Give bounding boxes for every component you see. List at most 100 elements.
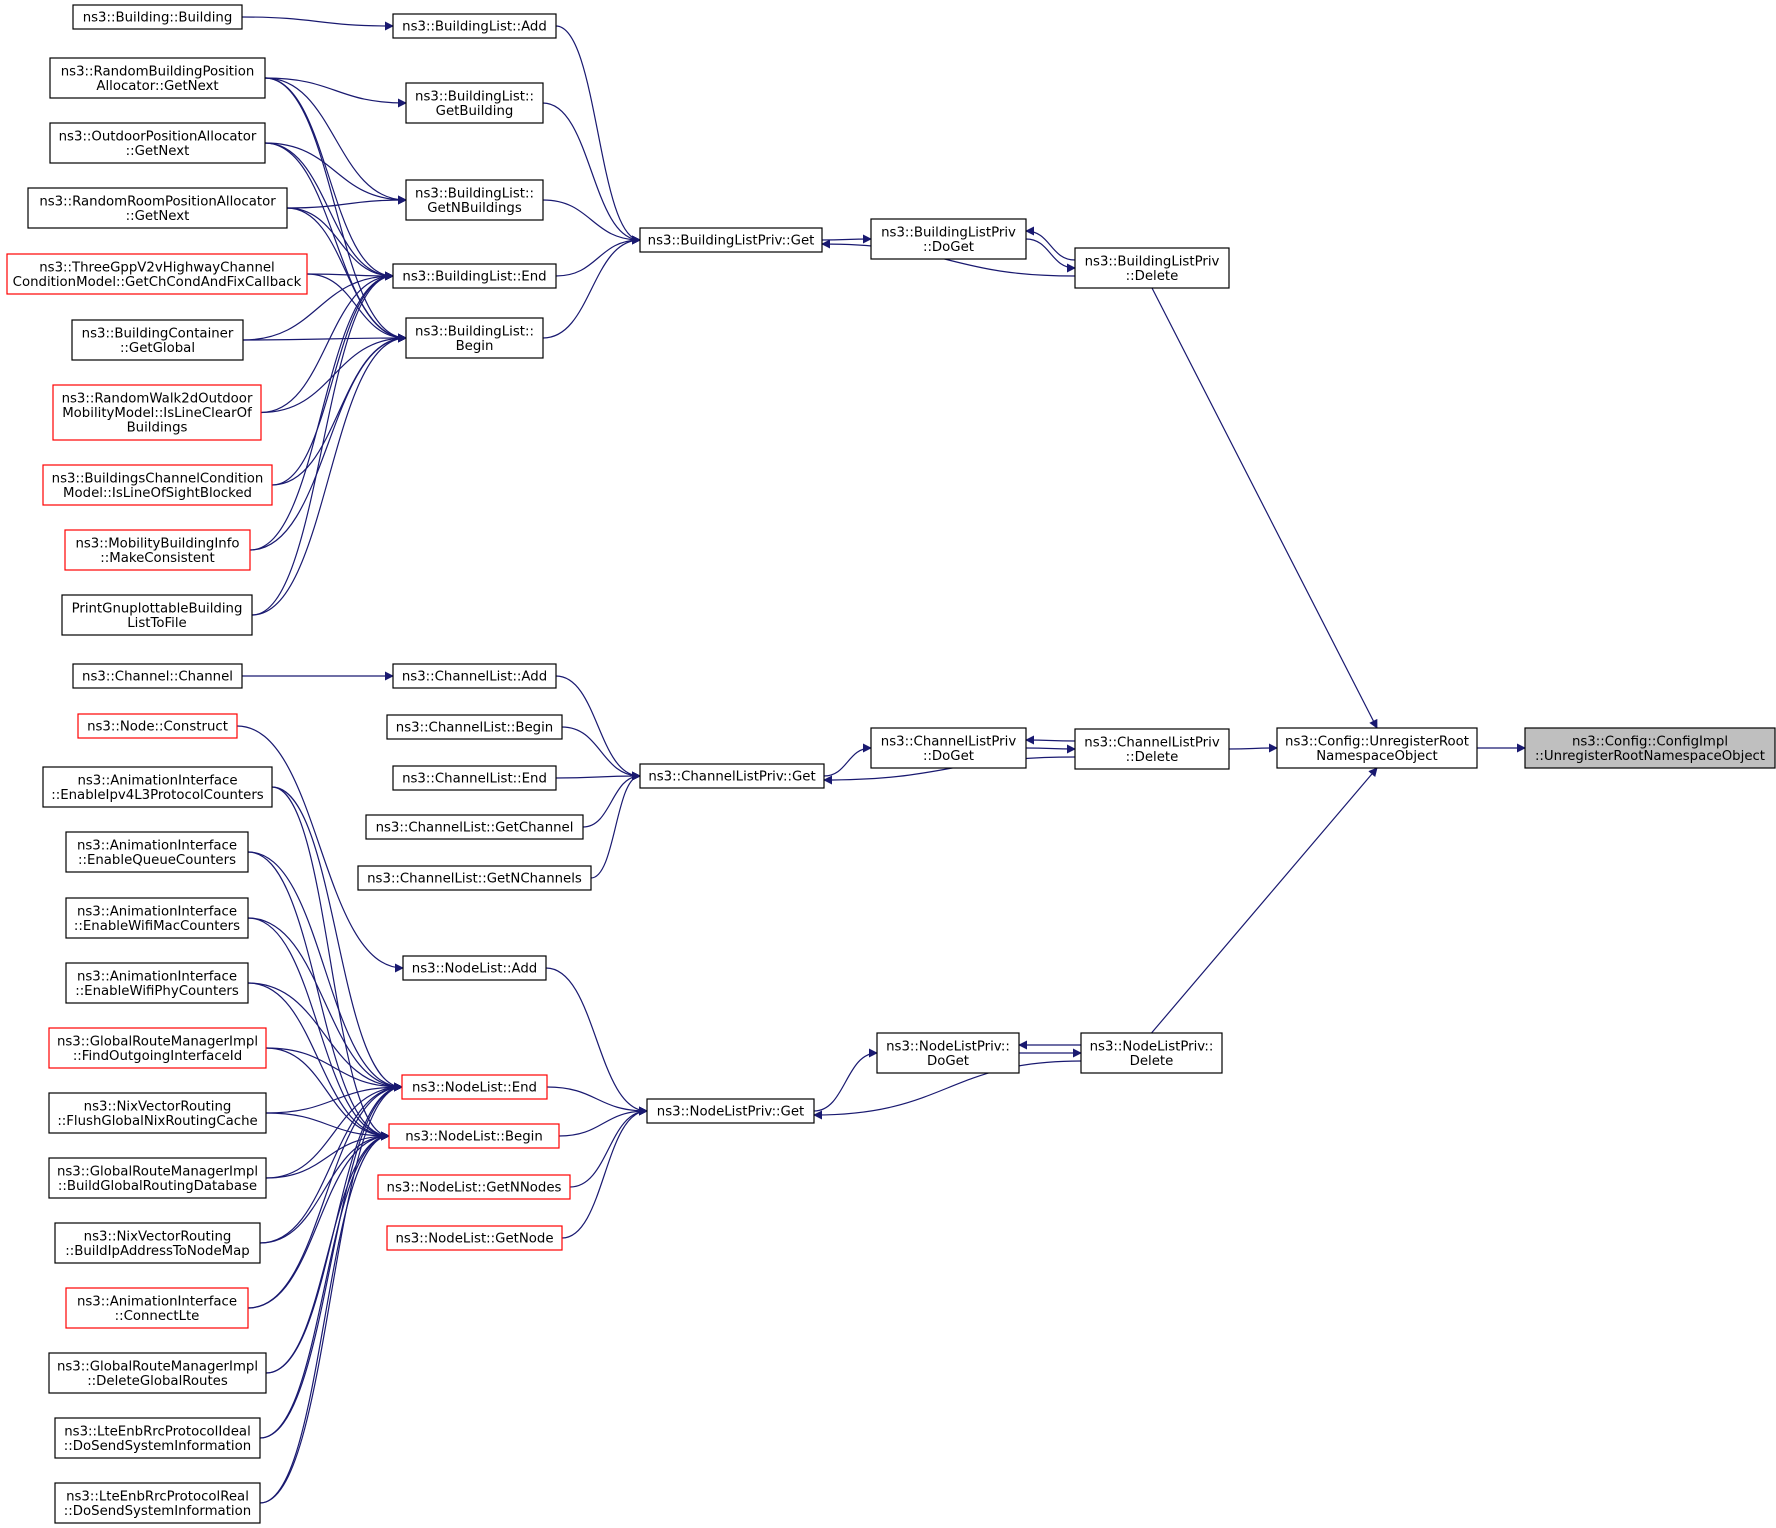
- call-edge-tgpp-to-bl-end: [306, 271, 394, 281]
- call-edge-rrpa-to-bl-begin: [286, 207, 407, 343]
- node-nl-begin[interactable]: ns3::NodeList::Begin: [388, 1123, 560, 1149]
- node-focus[interactable]: ns3::Config::ConfigImpl::UnregisterRootN…: [1524, 727, 1776, 769]
- node-box: [48, 1092, 267, 1134]
- node-ai-queue[interactable]: ns3::AnimationInterface::EnableQueueCoun…: [65, 831, 249, 873]
- node-box: [639, 227, 823, 253]
- call-edge-opa-to-bl-getn: [264, 142, 407, 205]
- node-box: [639, 763, 825, 789]
- call-edge-rbpa-to-bl-getbuilding: [264, 77, 407, 108]
- call-edge-clp-doget-to-clp-delete: [1025, 744, 1076, 754]
- node-label: Allocator::GetNext: [96, 79, 218, 94]
- node-channel-ctor[interactable]: ns3::Channel::Channel: [72, 663, 243, 689]
- node-rrpa[interactable]: ns3::RandomRoomPositionAllocator::GetNex…: [27, 187, 288, 229]
- node-nlp-get[interactable]: ns3::NodeListPriv::Get: [646, 1098, 815, 1124]
- node-bl-add[interactable]: ns3::BuildingList::Add: [392, 13, 557, 39]
- node-cl-begin[interactable]: ns3::ChannelList::Begin: [386, 714, 563, 740]
- node-bc-global[interactable]: ns3::BuildingContainer::GetGlobal: [71, 319, 244, 361]
- node-box: [401, 1074, 548, 1100]
- node-nl-getn[interactable]: ns3::NodeList::GetNNodes: [377, 1174, 571, 1200]
- node-label: ns3::ChannelList::Begin: [396, 721, 553, 736]
- node-label: ::DoSendSystemInformation: [64, 1439, 251, 1454]
- node-rw2d[interactable]: ns3::RandomWalk2dOutdoorMobilityModel::I…: [52, 384, 262, 441]
- node-rbpa[interactable]: ns3::RandomBuildingPositionAllocator::Ge…: [49, 57, 266, 99]
- node-nl-add[interactable]: ns3::NodeList::Add: [402, 955, 547, 981]
- node-box: [392, 765, 557, 791]
- node-cl-getchannel[interactable]: ns3::ChannelList::GetChannel: [365, 814, 584, 840]
- node-box: [1524, 727, 1776, 769]
- node-bl-getbuilding[interactable]: ns3::BuildingList::GetBuilding: [405, 82, 544, 124]
- node-nvr-flush[interactable]: ns3::NixVectorRouting::FlushGlobalNixRou…: [48, 1092, 267, 1134]
- node-label: ns3::BuildingList::: [415, 89, 534, 104]
- node-label: ::Delete: [1126, 750, 1179, 765]
- node-label: ns3::Node::Construct: [87, 720, 228, 735]
- call-edge-rbpa-to-bl-begin: [264, 77, 407, 343]
- node-label: ns3::ThreeGppV2vHighwayChannel: [39, 260, 275, 275]
- node-label: ::EnableIpv4L3ProtocolCounters: [51, 788, 264, 803]
- call-edge-nvr-flush-to-nl-begin: [265, 1112, 390, 1141]
- node-bccm[interactable]: ns3::BuildingsChannelConditionModel::IsL…: [42, 464, 273, 506]
- call-edge-bc-global-to-bl-begin: [242, 333, 407, 343]
- node-blp-get[interactable]: ns3::BuildingListPriv::Get: [639, 227, 823, 253]
- node-label: ns3::RandomRoomPositionAllocator: [39, 194, 276, 209]
- node-clp-get[interactable]: ns3::ChannelListPriv::Get: [639, 763, 825, 789]
- node-label: ns3::RandomBuildingPosition: [61, 64, 255, 79]
- node-grm-delete[interactable]: ns3::GlobalRouteManagerImpl::DeleteGloba…: [48, 1352, 267, 1394]
- node-cl-add[interactable]: ns3::ChannelList::Add: [392, 663, 557, 689]
- node-label: ns3::Building::Building: [83, 11, 233, 26]
- node-lte-ideal[interactable]: ns3::LteEnbRrcProtocolIdeal::DoSendSyste…: [54, 1417, 261, 1459]
- node-grm-find[interactable]: ns3::GlobalRouteManagerImpl::FindOutgoin…: [48, 1027, 267, 1069]
- node-tgpp[interactable]: ns3::ThreeGppV2vHighwayChannelConditionM…: [6, 253, 308, 295]
- node-building-ctor[interactable]: ns3::Building::Building: [72, 4, 243, 30]
- node-label: ns3::ChannelList::End: [402, 772, 547, 787]
- node-nlp-doget[interactable]: ns3::NodeListPriv::DoGet: [876, 1032, 1020, 1074]
- node-mbi[interactable]: ns3::MobilityBuildingInfo::MakeConsisten…: [64, 529, 251, 571]
- node-nl-end[interactable]: ns3::NodeList::End: [401, 1074, 548, 1100]
- node-box: [72, 663, 243, 689]
- node-opa[interactable]: ns3::OutdoorPositionAllocator::GetNext: [49, 122, 266, 164]
- node-box: [388, 1123, 560, 1149]
- node-label: ns3::GlobalRouteManagerImpl: [57, 1359, 258, 1374]
- node-ai-wifimac[interactable]: ns3::AnimationInterface::EnableWifiMacCo…: [65, 897, 249, 939]
- node-label: ::Delete: [1126, 269, 1179, 284]
- node-unregister[interactable]: ns3::Config::UnregisterRootNamespaceObje…: [1276, 727, 1478, 769]
- node-cl-end[interactable]: ns3::ChannelList::End: [392, 765, 557, 791]
- call-edge-cl-getchannel-to-clp-get: [582, 771, 641, 828]
- node-clp-delete[interactable]: ns3::ChannelListPriv::Delete: [1074, 728, 1230, 770]
- node-node-construct[interactable]: ns3::Node::Construct: [77, 713, 238, 739]
- node-ai-ipv4[interactable]: ns3::AnimationInterface::EnableIpv4L3Pro…: [42, 766, 273, 808]
- node-label: ::EnableQueueCounters: [78, 853, 236, 868]
- node-nl-getnode[interactable]: ns3::NodeList::GetNode: [386, 1225, 563, 1251]
- node-label: GetNBuildings: [427, 201, 522, 216]
- call-edge-ai-lte-to-nl-end: [247, 1082, 403, 1309]
- node-lte-real[interactable]: ns3::LteEnbRrcProtocolReal::DoSendSystem…: [54, 1482, 261, 1524]
- node-box: [54, 1222, 261, 1264]
- node-label: PrintGnuplottableBuilding: [72, 601, 243, 616]
- call-edge-nvr-buildip-to-nl-end: [259, 1082, 403, 1244]
- node-label: ns3::ChannelList::Add: [402, 670, 547, 685]
- node-grm-build[interactable]: ns3::GlobalRouteManagerImpl::BuildGlobal…: [48, 1157, 267, 1199]
- node-cl-getn[interactable]: ns3::ChannelList::GetNChannels: [357, 865, 592, 891]
- node-clp-doget[interactable]: ns3::ChannelListPriv::DoGet: [870, 727, 1027, 769]
- call-edge-clp-delete-to-unregister: [1228, 743, 1278, 753]
- call-edge-lte-real-to-nl-begin: [259, 1131, 390, 1504]
- node-bl-begin[interactable]: ns3::BuildingList::Begin: [405, 317, 544, 359]
- node-nlp-delete[interactable]: ns3::NodeListPriv::Delete: [1080, 1032, 1223, 1074]
- node-label: ns3::BuildingListPriv::Get: [648, 234, 815, 249]
- node-box: [392, 663, 557, 689]
- node-ai-wifiphy[interactable]: ns3::AnimationInterface::EnableWifiPhyCo…: [65, 962, 249, 1004]
- node-label: ns3::BuildingList::Add: [402, 20, 547, 35]
- node-bl-end[interactable]: ns3::BuildingList::End: [392, 263, 557, 289]
- node-blp-delete[interactable]: ns3::BuildingListPriv::Delete: [1074, 247, 1230, 289]
- node-label: ::GetNext: [126, 144, 190, 159]
- node-nvr-buildip[interactable]: ns3::NixVectorRouting::BuildIpAddressToN…: [54, 1222, 261, 1264]
- node-blp-doget[interactable]: ns3::BuildingListPriv::DoGet: [870, 218, 1027, 260]
- node-box: [1074, 728, 1230, 770]
- node-ai-lte[interactable]: ns3::AnimationInterface::ConnectLte: [65, 1287, 249, 1329]
- node-box: [61, 594, 253, 636]
- call-edge-mbi-to-bl-end: [249, 271, 394, 551]
- call-edge-bl-getn-to-blp-get: [542, 199, 641, 245]
- node-label: ns3::ChannelList::GetChannel: [376, 821, 574, 836]
- node-box: [27, 187, 288, 229]
- node-bl-getn[interactable]: ns3::BuildingList::GetNBuildings: [405, 179, 544, 221]
